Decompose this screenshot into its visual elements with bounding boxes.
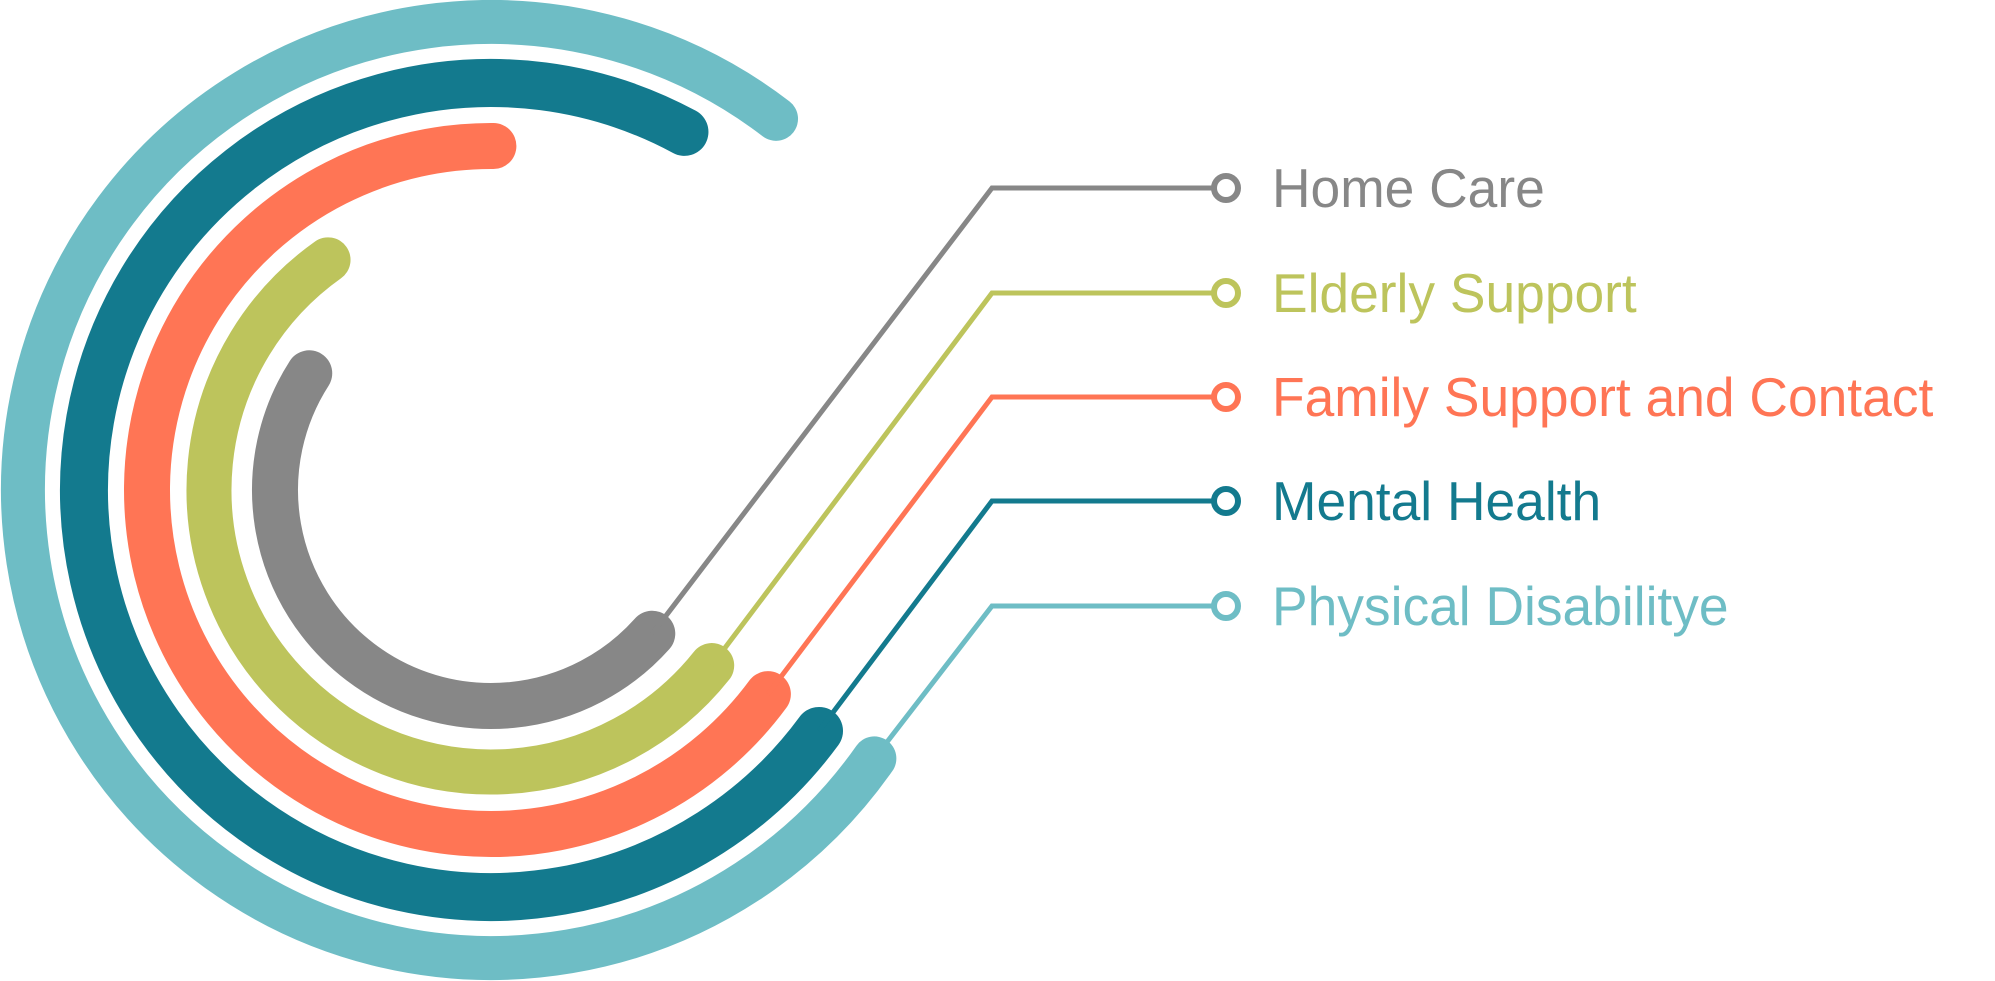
bar-family-support — [124, 123, 791, 857]
legend-marker-physical-disability — [1211, 591, 1241, 621]
legend-label-home-care: Home Care — [1272, 157, 1545, 219]
connector-elderly-support — [709, 290, 1214, 668]
legend-label-physical-disability: Physical Disabilitye — [1272, 575, 1729, 637]
bar-physical-disability — [1, 0, 897, 980]
legend-marker-home-care — [1211, 173, 1241, 203]
connector-home-care — [650, 185, 1214, 636]
connector-mental-health — [817, 498, 1214, 733]
legend-marker-family-support — [1211, 382, 1241, 412]
bar-mental-health — [60, 59, 844, 921]
connector-physical-disability — [872, 603, 1214, 760]
bar-elderly-support — [186, 237, 735, 795]
legend-marker-mental-health — [1211, 486, 1241, 516]
bar-home-care — [252, 350, 676, 729]
legend-label-elderly-support: Elderly Support — [1272, 262, 1637, 324]
legend-label-mental-health: Mental Health — [1272, 470, 1602, 532]
legend-marker-elderly-support — [1211, 278, 1241, 308]
legend-label-family-support: Family Support and Contact — [1272, 366, 1934, 428]
connector-family-support — [765, 394, 1214, 696]
